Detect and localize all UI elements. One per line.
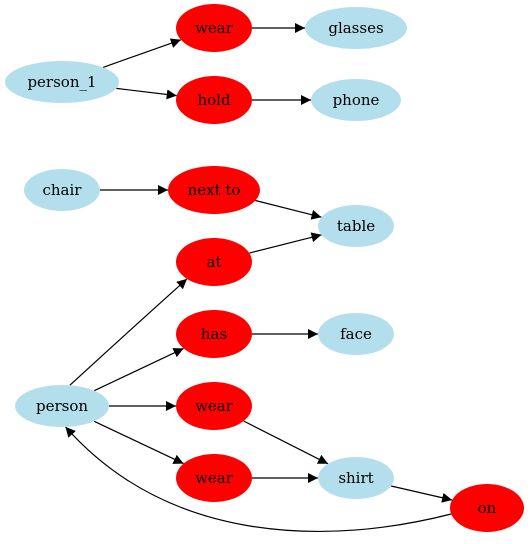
node-hold: hold	[176, 76, 252, 124]
node-chair: chair	[24, 169, 100, 211]
edge-at-to-table	[249, 232, 322, 254]
edge-person_1-to-wear_1	[102, 38, 182, 68]
edge-wear_2-to-shirt	[243, 420, 329, 465]
node-at-shape	[176, 238, 252, 286]
edge-on-to-person	[65, 426, 452, 532]
node-person-shape	[15, 385, 109, 427]
node-next_to: next to	[168, 166, 260, 214]
node-has: has	[176, 310, 252, 358]
node-glasses-shape	[305, 7, 407, 49]
node-wear_3: wear	[176, 454, 252, 502]
edge-shirt-to-on	[390, 485, 453, 503]
node-shirt-label: shirt	[338, 469, 373, 487]
node-at-label: at	[207, 253, 222, 271]
node-table-shape	[318, 205, 394, 247]
node-phone: phone	[311, 79, 401, 121]
node-on: on	[450, 484, 524, 532]
node-phone-shape	[311, 79, 401, 121]
edge-person_1-to-hold	[116, 87, 177, 100]
node-shirt: shirt	[318, 457, 394, 499]
node-phone-label: phone	[333, 91, 380, 109]
node-person-label: person	[36, 397, 88, 415]
node-hold-label: hold	[197, 91, 230, 109]
edges-layer	[65, 23, 453, 532]
node-on-shape	[450, 484, 524, 532]
node-table-label: table	[337, 217, 375, 235]
node-table: table	[318, 205, 394, 247]
node-has-shape	[176, 310, 252, 358]
node-hold-shape	[176, 76, 252, 124]
node-person: person	[15, 385, 109, 427]
node-face: face	[318, 313, 394, 355]
node-wear_1-label: wear	[195, 19, 234, 37]
node-on-label: on	[478, 499, 497, 517]
edge-person-to-has	[93, 347, 184, 392]
node-shirt-shape	[318, 457, 394, 499]
node-face-shape	[318, 313, 394, 355]
node-has-label: has	[201, 325, 227, 343]
node-wear_2: wear	[176, 382, 252, 430]
node-glasses: glasses	[305, 7, 407, 49]
node-chair-label: chair	[43, 181, 83, 199]
node-person_1-label: person_1	[27, 73, 96, 91]
edge-next_to-to-table	[255, 199, 322, 220]
node-glasses-label: glasses	[328, 19, 383, 37]
node-next_to-label: next to	[188, 181, 241, 199]
edge-person-to-wear_3	[93, 420, 184, 465]
node-wear_2-label: wear	[195, 397, 234, 415]
node-wear_1: wear	[176, 4, 252, 52]
node-person_1-shape	[5, 61, 119, 103]
node-next_to-shape	[168, 166, 260, 214]
node-wear_1-shape	[176, 4, 252, 52]
node-at: at	[176, 238, 252, 286]
node-face-label: face	[340, 325, 372, 343]
node-wear_2-shape	[176, 382, 252, 430]
node-chair-shape	[24, 169, 100, 211]
node-wear_3-label: wear	[195, 469, 234, 487]
edge-person-to-at	[69, 278, 188, 386]
node-wear_3-shape	[176, 454, 252, 502]
node-person_1: person_1	[5, 61, 119, 103]
